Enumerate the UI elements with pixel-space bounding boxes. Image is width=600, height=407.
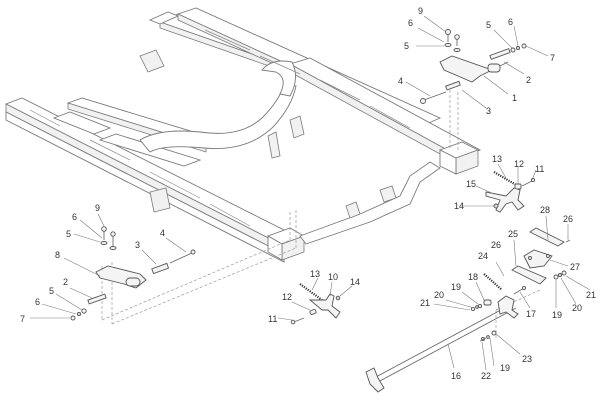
callout: 4 — [398, 76, 403, 86]
callout: 6 — [508, 17, 513, 27]
callout-labels: 9 6 5 5 6 7 2 1 4 3 13 12 11 15 14 28 26… — [20, 6, 596, 381]
sleeve-2-left — [87, 293, 107, 305]
left-hook-assembly — [290, 283, 341, 325]
callout: 14 — [454, 201, 464, 211]
leader-lines — [30, 15, 591, 371]
callout: 19 — [500, 363, 510, 373]
callout: 8 — [55, 250, 60, 260]
callout: 13 — [310, 269, 320, 279]
callout: 19 — [451, 282, 461, 292]
sleeve-3-top — [445, 80, 461, 91]
callout: 7 — [550, 53, 555, 63]
callout: 26 — [491, 240, 501, 250]
bolt-head-9-top — [445, 29, 451, 35]
nut-14-right — [493, 203, 499, 209]
left-shackle-assembly — [70, 226, 196, 321]
sleeve-2-top — [489, 48, 511, 60]
callout: 4 — [160, 228, 165, 238]
callout: 5 — [404, 41, 409, 51]
callout: 1 — [512, 93, 517, 103]
link-25 — [511, 265, 547, 285]
callout: 3 — [486, 106, 491, 116]
callout: 6 — [408, 18, 413, 28]
callout: 6 — [35, 297, 40, 307]
top-right-shackle-assembly — [420, 29, 527, 104]
callout: 10 — [328, 272, 338, 282]
callout: 27 — [570, 262, 580, 272]
callout: 15 — [466, 179, 476, 189]
main-rod-assembly — [365, 285, 527, 393]
callout: 5 — [49, 286, 54, 296]
callout: 20 — [434, 290, 444, 300]
callout: 7 — [20, 314, 25, 324]
callout: 28 — [540, 205, 550, 215]
hook-10 — [308, 293, 341, 319]
bolt-head-4-left — [190, 249, 196, 255]
callout: 5 — [486, 20, 491, 30]
bracket-lever — [497, 295, 519, 319]
link-28 — [529, 227, 565, 247]
callout: 6 — [72, 212, 77, 222]
rod-16 — [373, 303, 513, 379]
right-hook-assembly — [485, 171, 536, 213]
callout: 22 — [481, 371, 491, 381]
callout: 13 — [492, 154, 502, 164]
callout: 18 — [468, 272, 478, 282]
callout: 12 — [514, 159, 524, 169]
callout: 2 — [526, 75, 531, 85]
callout: 25 — [508, 229, 518, 239]
callout: 23 — [522, 354, 532, 364]
callout: 5 — [66, 229, 71, 239]
callout: 14 — [350, 277, 360, 287]
callout: 16 — [451, 371, 461, 381]
callout: 9 — [95, 203, 100, 213]
spring-13-right — [493, 171, 519, 187]
callout: 11 — [268, 314, 277, 324]
callout: 11 — [535, 164, 544, 174]
callout: 12 — [282, 292, 292, 302]
callout: 17 — [526, 309, 536, 319]
callout: 20 — [572, 303, 582, 313]
spring-24 — [483, 273, 503, 291]
bracket-27 — [523, 249, 553, 269]
callout: 21 — [586, 290, 596, 300]
shackle-plate-top — [439, 55, 494, 83]
callout: 2 — [63, 277, 68, 287]
right-linkage-assembly — [483, 227, 571, 291]
callout: 3 — [135, 240, 140, 250]
callout: 19 — [552, 310, 562, 320]
chassis-frame — [4, 7, 482, 263]
callout: 9 — [418, 6, 423, 16]
hook-15 — [485, 187, 525, 213]
callout: 24 — [478, 251, 488, 261]
nut-14-left — [335, 295, 341, 301]
rod-end-clevis — [365, 367, 385, 393]
callout: 21 — [420, 298, 430, 308]
sleeve-3-left — [151, 262, 170, 275]
bolt-head-4-top — [420, 98, 426, 104]
spring-13-left — [299, 283, 323, 301]
callout: 26 — [563, 214, 573, 224]
